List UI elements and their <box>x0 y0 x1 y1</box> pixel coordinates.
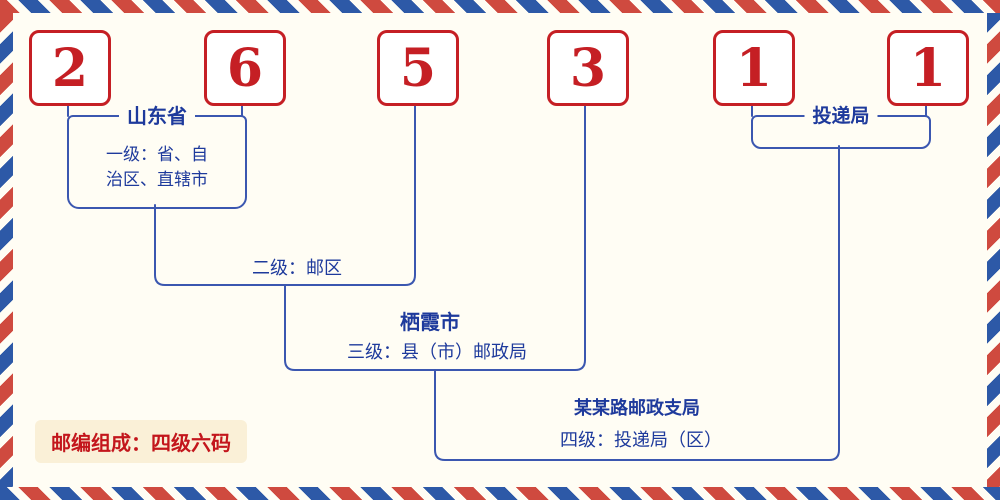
delivery-office-box: 投递局 <box>751 104 931 149</box>
digit-value: 2 <box>51 37 89 99</box>
province-name: 山东省 <box>119 104 195 128</box>
airmail-border-bottom <box>0 487 1000 500</box>
postcode-digit-5: 1 <box>713 30 795 106</box>
level1-description: 一级：省、自治区、直辖市 <box>106 145 208 190</box>
city-name: 栖霞市 <box>400 310 460 334</box>
postcode-digit-1: 2 <box>29 30 111 106</box>
level4-description: 四级：投递局（区） <box>560 430 722 451</box>
digit-value: 5 <box>399 37 437 99</box>
branch-office-name: 某某路邮政支局 <box>574 398 700 419</box>
delivery-office-label: 投递局 <box>804 104 878 128</box>
digit-value: 3 <box>569 37 607 99</box>
postcode-digit-3: 5 <box>377 30 459 106</box>
digit-value: 6 <box>226 37 264 99</box>
level3-description: 三级：县（市）邮政局 <box>347 342 527 363</box>
postcode-digit-2: 6 <box>204 30 286 106</box>
airmail-border-top <box>0 0 1000 13</box>
postcode-digit-6: 1 <box>887 30 969 106</box>
postcode-digit-4: 3 <box>547 30 629 106</box>
digit-value: 1 <box>735 37 773 99</box>
level1-province-box: 山东省 一级：省、自治区、直辖市 <box>67 104 247 209</box>
digit-value: 1 <box>909 37 947 99</box>
airmail-border-right <box>987 13 1000 487</box>
postcode-composition-badge: 邮编组成：四级六码 <box>35 420 247 463</box>
airmail-border-left <box>0 13 13 487</box>
level2-description: 二级：邮区 <box>252 258 342 279</box>
